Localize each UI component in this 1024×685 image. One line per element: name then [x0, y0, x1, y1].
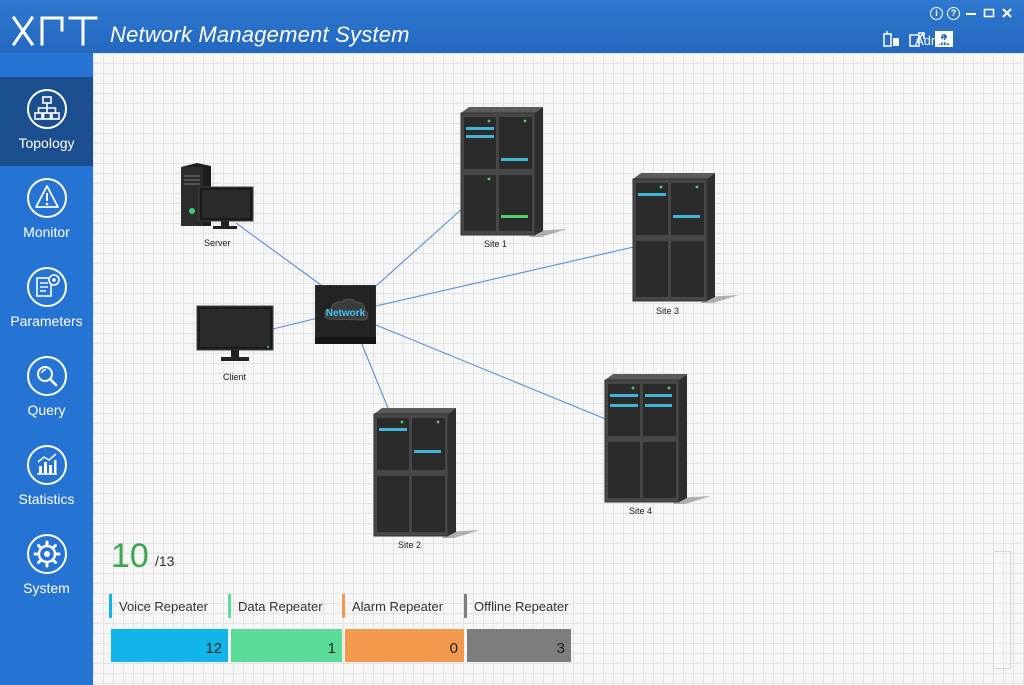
- site4-rack[interactable]: [603, 374, 713, 504]
- sidebar-item-label: System: [23, 580, 70, 596]
- sidebar-item-monitor[interactable]: Monitor: [0, 166, 93, 255]
- title-bar: Network Management System i ? Ad: [0, 0, 1024, 53]
- site2-rack[interactable]: [372, 408, 482, 538]
- link-network-site3: [375, 245, 639, 307]
- site1-rack[interactable]: [459, 107, 569, 237]
- sidebar: Topology Monitor Parameters Quer: [0, 53, 93, 685]
- sidebar-item-statistics[interactable]: Statistics: [0, 433, 93, 522]
- window-controls: i ?: [930, 6, 1014, 20]
- topology-links: [235, 207, 639, 421]
- canvas-scrollbar[interactable]: [993, 551, 1011, 669]
- link-client-network: [272, 317, 319, 330]
- legend-color-swatch: [228, 594, 231, 618]
- sidebar-item-system[interactable]: System: [0, 522, 93, 611]
- device-tool-icon[interactable]: [882, 30, 902, 48]
- site2-label: Site 2: [398, 540, 422, 550]
- query-icon: [26, 356, 67, 396]
- server-label: Server: [204, 238, 231, 248]
- legend-label: Alarm Repeater: [352, 598, 444, 614]
- cloud-icon: [315, 285, 376, 344]
- alarm-repeater-count[interactable]: 0: [345, 629, 464, 662]
- alarm-icon: [26, 178, 67, 218]
- app-title: Network Management System: [110, 22, 410, 47]
- client-node[interactable]: [196, 305, 274, 365]
- server-node[interactable]: [177, 163, 257, 231]
- user-name[interactable]: Admin: [915, 33, 952, 48]
- legend-color-swatch: [342, 594, 345, 618]
- sidebar-item-label: Query: [27, 402, 66, 418]
- site4-label: Site 4: [629, 506, 653, 516]
- sidebar-item-label: Monitor: [23, 224, 70, 240]
- link-server-network: [235, 222, 326, 289]
- export-tool-icon[interactable]: [908, 30, 928, 48]
- xpt-logo: [12, 15, 98, 47]
- legend-voice-repeater: Voice Repeater: [109, 593, 208, 619]
- data-repeater-count[interactable]: 1: [231, 629, 342, 662]
- link-network-site1: [375, 207, 464, 287]
- legend-offline-repeater: Offline Repeater: [464, 593, 568, 619]
- topology-canvas[interactable]: Server Client Network Site 1: [93, 53, 1024, 685]
- site3-label: Site 3: [656, 306, 680, 316]
- legend-data-repeater: Data Repeater: [228, 593, 323, 619]
- user-icon[interactable]: [934, 30, 954, 48]
- network-label: Network: [325, 308, 366, 319]
- legend-label: Data Repeater: [238, 598, 323, 614]
- header-tools: [882, 30, 954, 48]
- sidebar-item-label: Topology: [18, 135, 75, 151]
- link-network-site4: [375, 324, 609, 421]
- legend-label: Voice Repeater: [119, 598, 208, 614]
- close-icon[interactable]: [1000, 6, 1014, 20]
- topology-icon: [26, 89, 67, 129]
- help-icon[interactable]: ?: [947, 6, 960, 20]
- legend-color-swatch: [464, 594, 467, 618]
- parameters-icon: [26, 267, 67, 307]
- total-count: /13: [155, 553, 175, 569]
- statistics-icon: [26, 445, 67, 485]
- legend-color-swatch: [109, 594, 112, 618]
- site1-label: Site 1: [484, 239, 508, 249]
- offline-repeater-count[interactable]: 3: [467, 629, 571, 662]
- sidebar-item-label: Parameters: [10, 313, 83, 329]
- sidebar-item-label: Statistics: [18, 491, 75, 507]
- online-count: 10: [111, 537, 149, 575]
- sidebar-item-query[interactable]: Query: [0, 344, 93, 433]
- info-icon[interactable]: i: [930, 6, 943, 20]
- client-label: Client: [223, 372, 247, 382]
- system-gear-icon: [26, 534, 67, 574]
- maximize-icon[interactable]: [982, 6, 996, 20]
- legend-alarm-repeater: Alarm Repeater: [342, 593, 443, 619]
- sidebar-item-topology[interactable]: Topology: [0, 77, 93, 166]
- site3-rack[interactable]: [631, 173, 741, 303]
- voice-repeater-count[interactable]: 12: [111, 629, 228, 662]
- network-node[interactable]: Network: [315, 285, 376, 344]
- legend-label: Offline Repeater: [474, 598, 569, 614]
- minimize-icon[interactable]: [964, 6, 978, 20]
- link-network-site2: [360, 341, 391, 414]
- sidebar-item-parameters[interactable]: Parameters: [0, 255, 93, 344]
